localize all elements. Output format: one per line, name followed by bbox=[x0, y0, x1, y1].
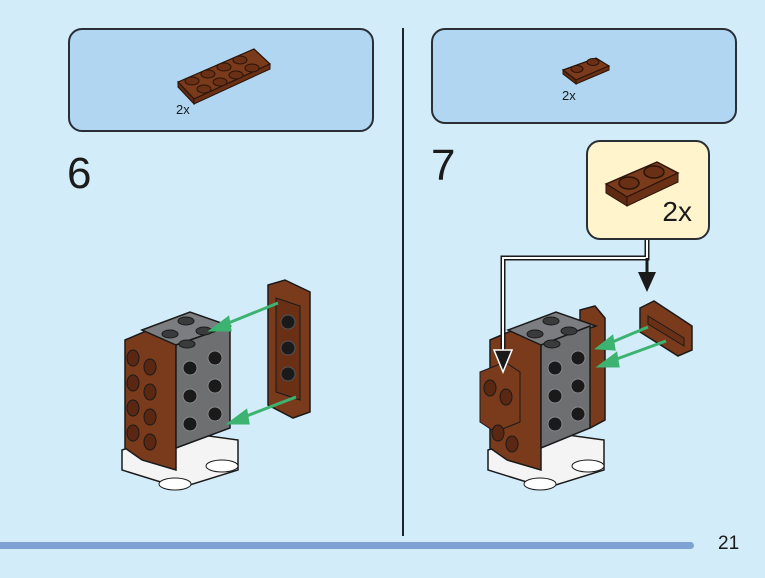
page-number: 21 bbox=[718, 533, 740, 554]
step-number: 7 bbox=[431, 141, 456, 190]
placement-guide-lines bbox=[492, 240, 656, 374]
parts-list-step-6: 2x bbox=[68, 28, 374, 132]
green-assembly-arrows bbox=[593, 325, 667, 368]
brown-2x4-plate-icon bbox=[176, 48, 272, 106]
arrow-down-icon bbox=[492, 349, 514, 374]
white-base-brick bbox=[121, 431, 239, 491]
footer-bar bbox=[0, 542, 694, 549]
green-assembly-arrows bbox=[207, 301, 297, 425]
part-quantity: 2x bbox=[562, 88, 576, 103]
brown-back-plate bbox=[579, 305, 606, 429]
brown-1x4-plate bbox=[267, 279, 311, 419]
step-divider bbox=[402, 28, 404, 536]
part-quantity: 2x bbox=[176, 102, 190, 117]
parts-list-step-7: 2x bbox=[431, 28, 737, 124]
gray-brick-stack bbox=[506, 311, 599, 450]
brown-1x2-plate bbox=[639, 300, 693, 357]
brown-1x2-plate-icon bbox=[561, 57, 611, 86]
brown-side-plate bbox=[124, 324, 177, 472]
gray-brick-stack bbox=[140, 311, 233, 450]
brown-1x2-plate-icon bbox=[604, 161, 680, 207]
callout-quantity: 2x bbox=[662, 196, 692, 227]
brown-side-plate bbox=[479, 324, 542, 472]
white-base-brick bbox=[487, 431, 605, 491]
arrow-down-icon bbox=[638, 272, 656, 292]
callout-box: 2x bbox=[586, 140, 710, 240]
step-number: 6 bbox=[67, 149, 92, 198]
